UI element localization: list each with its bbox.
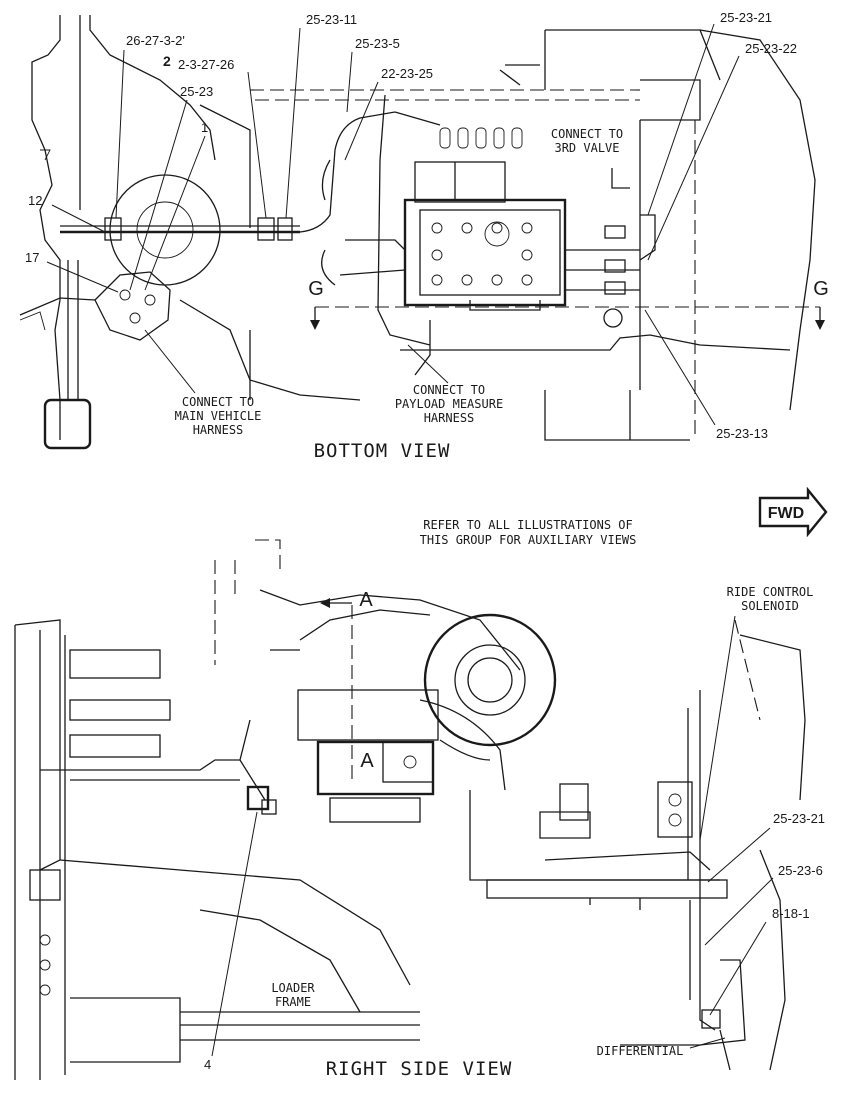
note-main-harness-l1: CONNECT TO xyxy=(182,395,254,409)
note-payload-l3: HARNESS xyxy=(424,411,475,425)
pivot-circle xyxy=(109,174,221,286)
valve-ports xyxy=(431,221,533,286)
connector-cluster xyxy=(94,271,171,341)
axle-wheel xyxy=(423,613,557,747)
note-main-harness-l2: MAIN VEHICLE xyxy=(175,409,262,423)
clip-2 xyxy=(257,217,275,241)
callout-17: 17 xyxy=(25,250,39,265)
callout-1: 1 xyxy=(201,120,208,135)
note-3rd-valve-l2: 3RD VALVE xyxy=(554,141,619,155)
rs-callout-8-18-1: 8-18-1 xyxy=(772,906,810,921)
rs-callout-25-23-21: 25-23-21 xyxy=(773,811,825,826)
callout-25-23-5: 25-23-5 xyxy=(355,36,400,51)
callout-25-23-11: 25-23-11 xyxy=(306,12,357,27)
note-payload-l2: PAYLOAD MEASURE xyxy=(395,397,503,411)
callout-12: 12 xyxy=(28,193,42,208)
refer-note-l2: THIS GROUP FOR AUXILIARY VIEWS xyxy=(420,533,637,547)
note-main-harness-l3: HARNESS xyxy=(193,423,244,437)
fwd-label: FWD xyxy=(768,505,804,522)
ride-control-block xyxy=(657,781,693,838)
callout-2-3-27-26: 2-3-27-26 xyxy=(178,57,234,72)
cylinder-end xyxy=(43,398,92,450)
control-valve xyxy=(403,198,567,307)
section-a-bottom: A xyxy=(360,750,374,772)
callout-25-23-13: 25-23-13 xyxy=(716,426,768,441)
callout-25-23-22: 25-23-22 xyxy=(745,41,797,56)
right-view-title: RIGHT SIDE VIEW xyxy=(326,1058,513,1080)
callout-25-23: 25-23 xyxy=(180,84,213,99)
callout-26-27-3-2: 26-27-3-2' xyxy=(126,33,185,48)
note-loader-frame-l2: FRAME xyxy=(275,995,311,1009)
callout-2: 2 xyxy=(163,53,171,69)
rs-callout-25-23-6: 25-23-6 xyxy=(778,863,823,878)
callout-25-23-21: 25-23-21 xyxy=(720,10,772,25)
note-differential: DIFFERENTIAL xyxy=(597,1044,684,1058)
clip-12 xyxy=(104,217,122,241)
connector-4 xyxy=(246,785,270,811)
note-loader-frame-l1: LOADER xyxy=(271,981,315,995)
solenoid xyxy=(559,783,589,821)
section-a-top: A xyxy=(359,589,373,611)
bottom-view-title: BOTTOM VIEW xyxy=(314,440,451,462)
refer-note-l1: REFER TO ALL ILLUSTRATIONS OF xyxy=(423,518,633,532)
note-ride-control-l1: RIDE CONTROL xyxy=(727,585,814,599)
clip-11 xyxy=(277,217,293,241)
callout-22-23-25: 22-23-25 xyxy=(381,66,433,81)
fwd-arrow: FWD xyxy=(758,486,828,538)
right-side-view: 25-23-21 25-23-6 8-18-1 4 RIDE CONTROL S… xyxy=(14,539,825,1080)
note-3rd-valve-l1: CONNECT TO xyxy=(551,127,623,141)
valve-side xyxy=(316,740,435,796)
section-g-left: G xyxy=(308,278,324,300)
section-g-right: G xyxy=(813,278,829,300)
rs-callout-4: 4 xyxy=(204,1057,211,1072)
bottom-view: 26-27-3-2' 2 2-3-27-26 25-23 1 12 17 25-… xyxy=(19,10,829,462)
note-ride-control-l2: SOLENOID xyxy=(741,599,799,613)
note-payload-l1: CONNECT TO xyxy=(413,383,485,397)
